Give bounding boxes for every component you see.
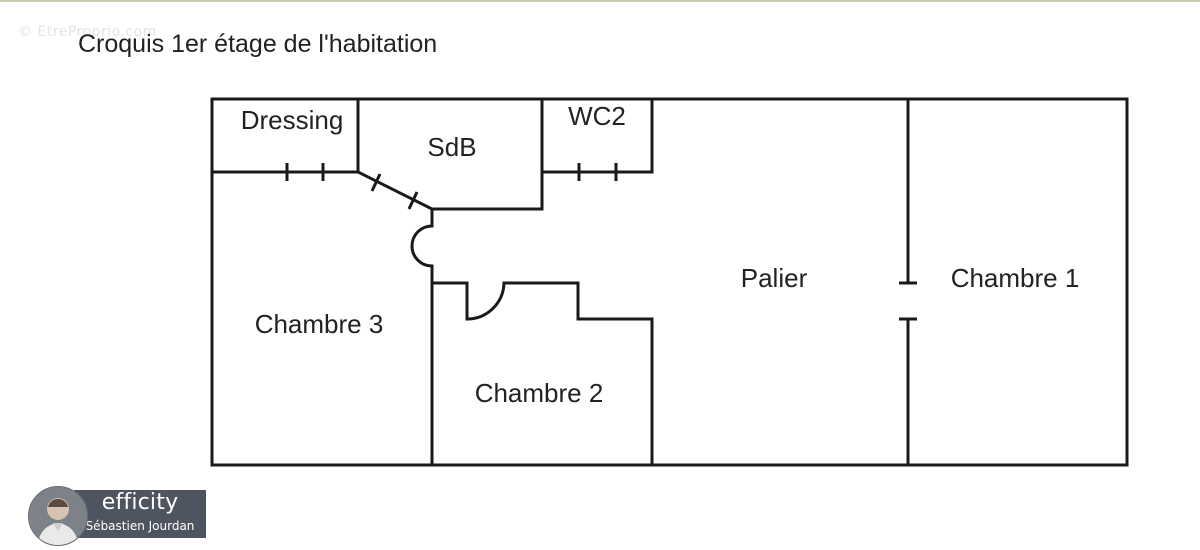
- agent-panel: [74, 490, 206, 538]
- room-label-palier: Palier: [741, 263, 808, 293]
- room-label-dressing: Dressing: [241, 105, 344, 135]
- agent-badge: efficity Sébastien Jourdan: [28, 486, 208, 546]
- top-rule: [0, 0, 1200, 2]
- person-icon: [37, 498, 79, 545]
- avatar: [28, 486, 88, 546]
- chambre2-door-swing: [465, 281, 506, 321]
- room-label-chambre2: Chambre 2: [475, 378, 604, 408]
- chambre2-wall-b: [502, 281, 654, 467]
- page-title: Croquis 1er étage de l'habitation: [78, 30, 438, 58]
- watermark: © EtreProprio.com: [18, 24, 157, 40]
- door-tick: [407, 191, 419, 210]
- room-label-chambre1: Chambre 1: [951, 263, 1080, 293]
- chambre3-door-swing: [410, 224, 434, 268]
- sdb-wall: [355, 97, 544, 211]
- agent-name: Sébastien Jourdan: [85, 519, 195, 533]
- chambre2-wall-a: [430, 281, 469, 321]
- room-label-wc2: WC2: [568, 101, 626, 131]
- brand-logo: efficity: [101, 490, 179, 515]
- outer-wall: [210, 97, 1129, 467]
- room-label-chambre3: Chambre 3: [255, 309, 384, 339]
- door-tick: [370, 173, 382, 192]
- room-label-sdb: SdB: [427, 132, 476, 162]
